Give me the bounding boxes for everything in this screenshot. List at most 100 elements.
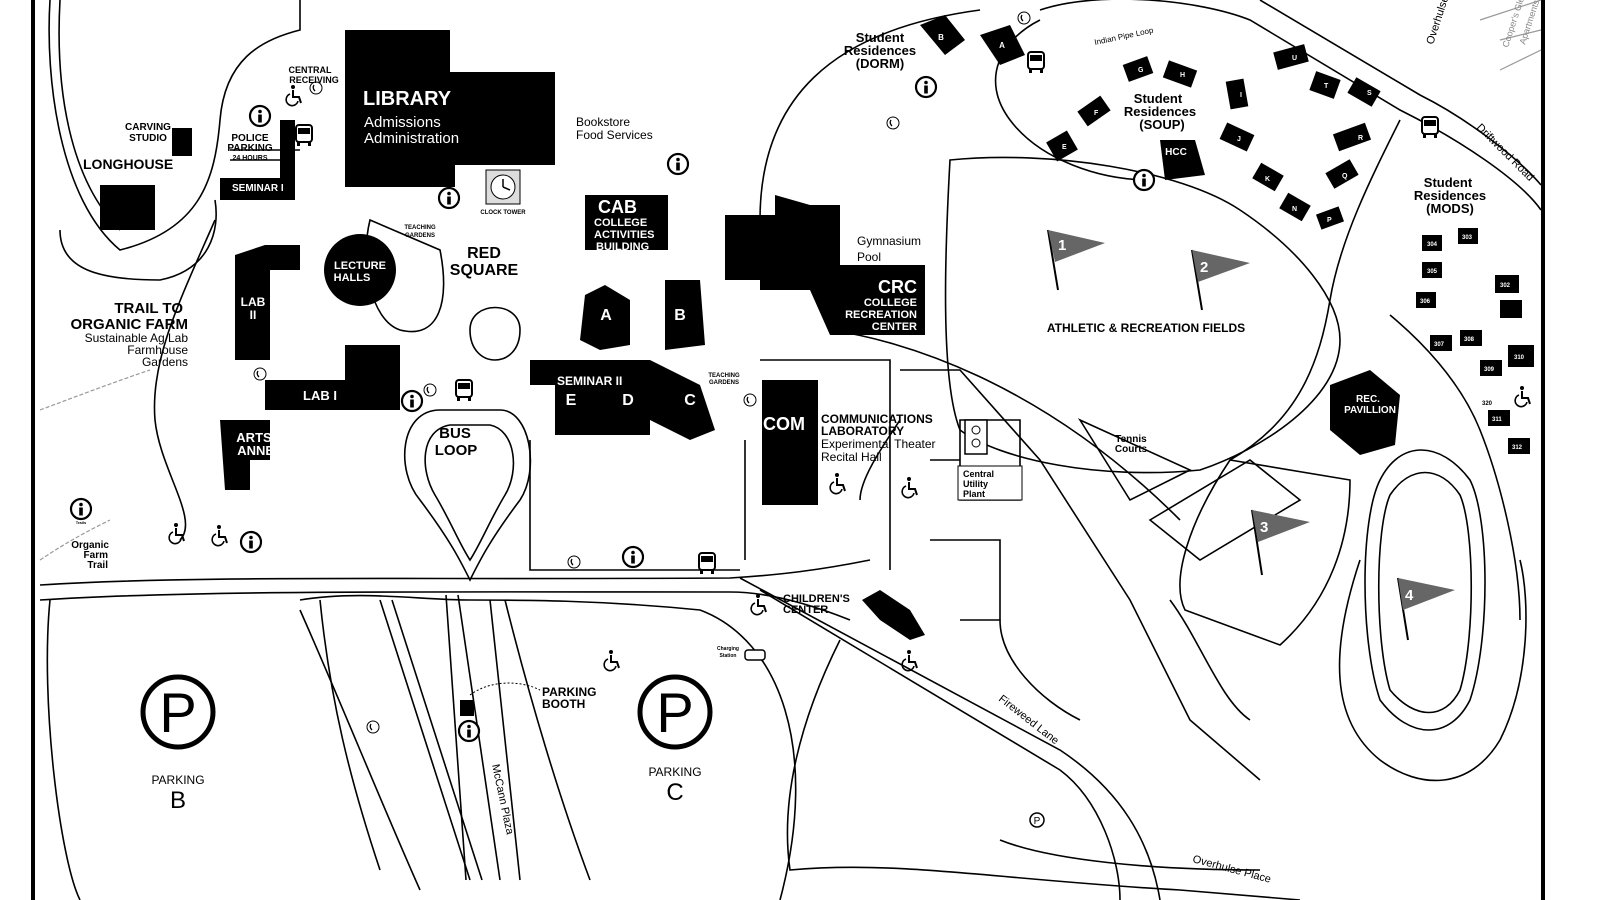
- info-icon: [1132, 168, 1156, 192]
- bus-icon: [698, 552, 716, 575]
- svg-text:LAB: LAB: [241, 295, 266, 309]
- svg-text:G: G: [1138, 67, 1144, 74]
- svg-text:Student: Student: [856, 30, 905, 45]
- svg-text:TEACHING: TEACHING: [708, 373, 740, 379]
- seminar-ii-a[interactable]: [580, 285, 630, 350]
- svg-text:LOOP: LOOP: [435, 442, 478, 459]
- svg-text:GARDENS: GARDENS: [405, 233, 435, 239]
- svg-text:Plant: Plant: [963, 489, 985, 499]
- arts-annex-building[interactable]: [220, 420, 270, 490]
- road-label-indian-pipe: Indian Pipe Loop: [1094, 26, 1155, 47]
- svg-text:CENTRAL: CENTRAL: [289, 65, 332, 75]
- svg-text:P: P: [1034, 816, 1041, 827]
- svg-text:Charging: Charging: [717, 646, 739, 652]
- svg-text:COMMUNICATIONS: COMMUNICATIONS: [821, 412, 933, 426]
- svg-text:303: 303: [1462, 235, 1473, 241]
- road-label-overhulse: Overhulse: [1424, 0, 1451, 46]
- rec-pavilion-building[interactable]: [1330, 370, 1400, 455]
- svg-text:PARKING: PARKING: [227, 143, 273, 154]
- svg-text:TEACHING: TEACHING: [404, 225, 436, 231]
- svg-text:POLICE: POLICE: [231, 133, 269, 144]
- svg-text:320: 320: [1482, 401, 1493, 407]
- dorm-building-b[interactable]: [920, 15, 965, 55]
- svg-text:Organic: Organic: [71, 540, 109, 551]
- emergency-phone-icon: [1017, 11, 1031, 25]
- emergency-phone-icon: [366, 720, 380, 734]
- childrens-center-building[interactable]: [862, 590, 925, 640]
- seminar-i-building[interactable]: [220, 120, 295, 200]
- hcc-building[interactable]: [1160, 140, 1205, 180]
- svg-text:N: N: [1292, 206, 1297, 213]
- bus-icon: [1027, 51, 1045, 74]
- library-label: LIBRARY: [363, 88, 452, 110]
- parking-b[interactable]: P PARKING B: [140, 674, 216, 814]
- svg-text:II: II: [250, 308, 257, 322]
- svg-text:RED: RED: [467, 245, 501, 262]
- svg-text:T: T: [1324, 83, 1329, 90]
- svg-text:H: H: [1180, 72, 1185, 79]
- svg-text:J: J: [1237, 136, 1241, 143]
- longhouse-building[interactable]: [100, 185, 155, 230]
- utility-icon: [964, 419, 988, 455]
- svg-text:Pool: Pool: [857, 250, 881, 264]
- svg-text:BUILDING: BUILDING: [596, 241, 649, 253]
- svg-text:RECREATION: RECREATION: [845, 309, 917, 321]
- parking-small[interactable]: P: [1029, 812, 1045, 828]
- carving-studio-building[interactable]: [172, 128, 192, 156]
- svg-text:LAB I: LAB I: [303, 388, 337, 403]
- svg-text:Residences: Residences: [1414, 188, 1486, 203]
- svg-text:Food Services: Food Services: [576, 128, 653, 142]
- svg-text:STUDIO: STUDIO: [129, 133, 167, 144]
- field-1-flag: 1: [1047, 229, 1105, 291]
- svg-text:CENTER: CENTER: [783, 604, 828, 616]
- roads: [39, 0, 1542, 900]
- svg-text:Q: Q: [1342, 173, 1348, 180]
- svg-text:B: B: [674, 307, 686, 324]
- wheelchair-icon: [1514, 385, 1531, 408]
- svg-text:311: 311: [1492, 417, 1502, 423]
- svg-text:PARKING: PARKING: [151, 773, 204, 787]
- cab-building[interactable]: [585, 195, 668, 250]
- svg-text:F: F: [1094, 110, 1099, 117]
- svg-text:K: K: [1265, 176, 1270, 183]
- svg-text:3: 3: [1260, 519, 1268, 536]
- svg-text:ARTS: ARTS: [236, 430, 272, 445]
- svg-text:A: A: [999, 41, 1005, 50]
- info-icon: [621, 545, 645, 569]
- svg-text:Recital Hall: Recital Hall: [821, 450, 882, 464]
- wheelchair-icon: [901, 476, 918, 499]
- svg-text:P: P: [159, 681, 196, 744]
- seminar-ii-building[interactable]: [530, 360, 715, 440]
- lecture-halls-building[interactable]: [324, 234, 396, 306]
- info-icon: [400, 389, 424, 413]
- crc-building[interactable]: [725, 195, 925, 335]
- svg-text:305: 305: [1427, 269, 1438, 275]
- svg-text:B: B: [938, 33, 944, 42]
- svg-text:CRC: CRC: [878, 277, 917, 297]
- svg-text:302: 302: [1500, 283, 1511, 289]
- wheelchair-icon: [285, 84, 302, 107]
- lab-ii-building[interactable]: [235, 245, 300, 360]
- seminar-ii-b[interactable]: [665, 280, 705, 350]
- svg-text:(DORM): (DORM): [856, 56, 904, 71]
- svg-text:PAVILLION: PAVILLION: [1344, 405, 1396, 416]
- emergency-phone-icon: [423, 383, 437, 397]
- svg-text:306: 306: [1420, 299, 1431, 305]
- parking-c[interactable]: P PARKING C: [637, 674, 713, 806]
- lab-i-building[interactable]: [265, 345, 400, 410]
- emergency-phone-icon: [743, 393, 757, 407]
- dorm-building-a[interactable]: [980, 25, 1025, 65]
- parking-booth[interactable]: [460, 700, 474, 716]
- com-building[interactable]: [762, 380, 818, 505]
- svg-text:LABORATORY: LABORATORY: [821, 424, 904, 438]
- library-building[interactable]: [345, 30, 555, 187]
- svg-text:PARKING: PARKING: [542, 685, 596, 699]
- svg-text:308: 308: [1464, 337, 1475, 343]
- svg-text:Farmhouse: Farmhouse: [127, 343, 188, 357]
- svg-text:P: P: [656, 681, 693, 744]
- svg-text:CAB: CAB: [598, 197, 637, 217]
- longhouse-label: LONGHOUSE: [83, 156, 173, 172]
- svg-text:D: D: [622, 392, 634, 409]
- svg-text:PARKING: PARKING: [648, 765, 701, 779]
